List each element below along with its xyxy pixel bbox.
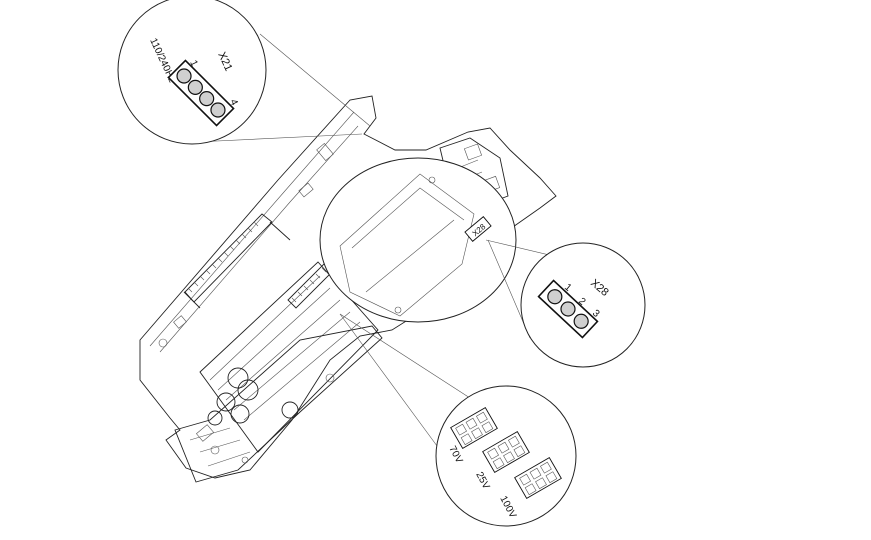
- x21-connector-block: [167, 59, 235, 127]
- x21-pin-last: 4: [227, 98, 240, 108]
- capacitor-bank: [207, 367, 299, 426]
- x28-pin-3: 3: [590, 308, 602, 320]
- voltage-tap-callout: 70V 25V 100V: [435, 385, 577, 527]
- x28-callout: X28 1 2 3: [520, 242, 646, 368]
- x28-connector-block: [537, 279, 599, 339]
- x28-pin-2: 2: [576, 296, 588, 308]
- x28-pin-1: 1: [562, 282, 574, 294]
- tap-25v-connector: [482, 430, 530, 474]
- heatsink-plate: [199, 261, 379, 453]
- transformer-lens: [319, 157, 517, 323]
- x21-callout: 110/240Hz X21 1 4: [117, 0, 267, 145]
- tap-70v-connector: [450, 406, 498, 450]
- amplifier-chassis: [139, 95, 557, 483]
- ribbon-connector: [183, 213, 291, 309]
- x21-pin-first: 1: [187, 59, 200, 69]
- tap-100v-connector: [514, 456, 562, 500]
